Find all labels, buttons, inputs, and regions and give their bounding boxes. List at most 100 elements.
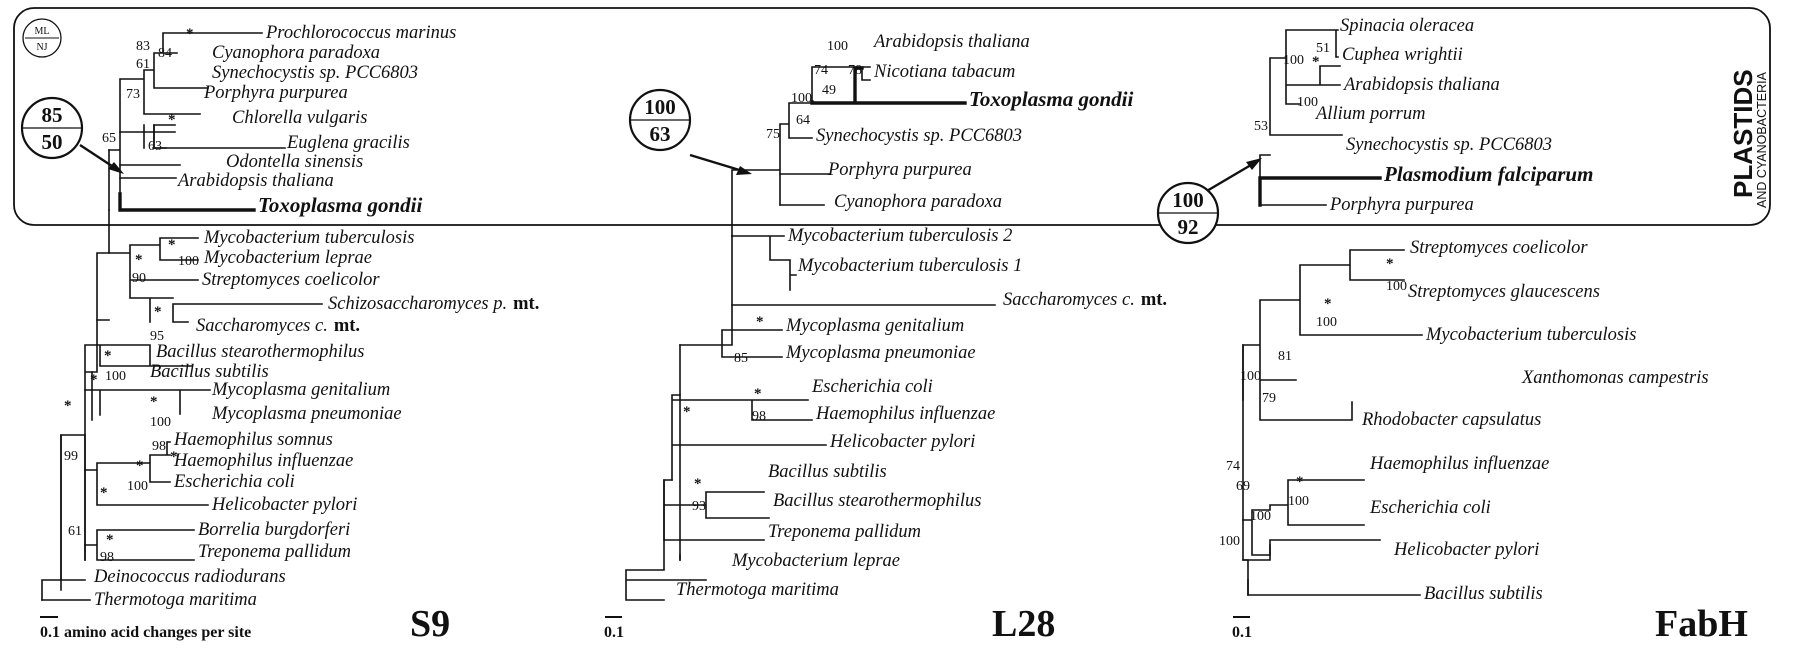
support-value: 100 (1250, 509, 1271, 524)
support-value: 93 (692, 499, 706, 514)
svg-text:50: 50 (42, 130, 63, 154)
taxon-label: Xanthomonas campestris (1521, 368, 1709, 388)
taxon-label: Mycobacterium tuberculosis 1 (797, 256, 1022, 276)
support-value: 65 (102, 131, 116, 146)
support-value: 100 (1297, 95, 1318, 110)
support-star: * (154, 304, 162, 320)
ml-nj-legend: ML NJ (22, 18, 62, 58)
taxon-label: Allium porrum (1314, 104, 1425, 124)
plastid-box (13, 7, 1771, 226)
taxon-label: Treponema pallidum (198, 542, 351, 562)
tree-fabh: Spinacia oleracea Cuphea wrightii Arabid… (1156, 16, 1748, 645)
support-star: * (1324, 296, 1332, 312)
support-value: 100 (1288, 494, 1309, 509)
support-star: * (168, 237, 176, 253)
taxon-label: Haemophilus influenzae (815, 404, 995, 424)
taxon-label: Rhodobacter capsulatus (1361, 410, 1541, 430)
taxon-label: Odontella sinensis (226, 152, 363, 172)
support-star: * (135, 252, 143, 268)
taxon-label: Bacillus subtilis (768, 462, 887, 482)
support-value: 63 (148, 139, 162, 154)
taxon-label: Cyanophora paradoxa (834, 192, 1002, 212)
svg-text:NJ: NJ (36, 42, 47, 53)
support-value: 100 (1386, 279, 1407, 294)
support-value: 81 (1278, 349, 1292, 364)
taxon-label: Treponema pallidum (768, 522, 921, 542)
scale-label: 0.1 (1232, 624, 1252, 641)
support-star: * (100, 485, 108, 501)
support-value: 84 (158, 46, 172, 61)
taxon-label: Chlorella vulgaris (232, 108, 368, 128)
support-star: * (90, 372, 98, 388)
support-value: 90 (132, 271, 146, 286)
support-value: 100 (1219, 534, 1240, 549)
support-value: 100 (178, 254, 199, 269)
svg-text:85: 85 (42, 103, 63, 127)
taxon-label: Nicotiana tabacum (873, 62, 1015, 82)
l28-support-bubble: 100 63 (628, 88, 752, 175)
support-star: * (683, 404, 691, 420)
taxon-label: Arabidopsis thaliana (1342, 75, 1500, 95)
support-value: 100 (1240, 369, 1261, 384)
support-value: 100 (105, 369, 126, 384)
support-value: 99 (64, 449, 78, 464)
taxon-label: Cuphea wrightii (1342, 45, 1463, 65)
support-value: 74 (1226, 459, 1240, 474)
support-value: 69 (1236, 479, 1250, 494)
taxon-label: Mycoplasma genitalium (785, 316, 964, 336)
support-value: 51 (1316, 41, 1330, 56)
support-value: 100 (827, 39, 848, 54)
support-value: 75 (766, 127, 780, 142)
taxon-label: Streptomyces coelicolor (1410, 238, 1588, 258)
support-value: 100 (1283, 53, 1304, 68)
plastid-box-title: PLASTIDS (1728, 69, 1758, 198)
taxon-label-highlight: Plasmodium falciparum (1383, 162, 1593, 186)
support-star: * (136, 458, 144, 474)
svg-text:92: 92 (1178, 215, 1199, 239)
taxon-label: Mycoplasma pneumoniae (785, 343, 976, 363)
tree-name: L28 (992, 603, 1055, 645)
taxon-label: Streptomyces glaucescens (1408, 282, 1600, 302)
taxon-label: Saccharomyces c.mt. (1003, 290, 1167, 310)
taxon-label: Streptomyces coelicolor (202, 270, 380, 290)
support-value: 61 (68, 524, 82, 539)
support-star: * (694, 476, 702, 492)
support-star: * (104, 348, 112, 364)
taxon-label: Bacillus stearothermophilus (773, 491, 981, 511)
taxon-label: Arabidopsis thaliana (872, 32, 1030, 52)
support-value: 95 (150, 329, 164, 344)
taxon-label: Helicobacter pylori (829, 432, 975, 452)
svg-text:ML: ML (35, 26, 50, 37)
taxon-label: Borrelia burgdorferi (198, 520, 350, 540)
taxon-label: Bacillus subtilis (150, 362, 269, 382)
support-value: 85 (734, 351, 748, 366)
taxon-label: Cyanophora paradoxa (212, 43, 380, 63)
taxon-label: Bacillus stearothermophilus (156, 342, 364, 362)
support-value: 61 (136, 57, 150, 72)
taxon-label: Prochlorococcus marinus (265, 23, 456, 43)
support-value: 83 (136, 39, 150, 54)
taxon-label: Deinococcus radiodurans (93, 567, 286, 587)
s9-support-bubble: 85 50 (20, 96, 124, 174)
taxon-label: Mycobacterium leprae (203, 248, 372, 268)
taxon-label: Spinacia oleracea (1340, 16, 1474, 36)
taxon-label: Mycoplasma pneumoniae (211, 404, 402, 424)
taxon-label: Euglena gracilis (286, 133, 410, 153)
taxon-label: Helicobacter pylori (1393, 540, 1539, 560)
support-value: 100 (127, 479, 148, 494)
svg-text:63: 63 (650, 122, 671, 146)
support-star: * (170, 449, 178, 465)
support-value: 64 (796, 113, 810, 128)
tree-name: FabH (1655, 603, 1748, 645)
support-value: 100 (1316, 315, 1337, 330)
taxon-label: Helicobacter pylori (211, 495, 357, 515)
support-value: 73 (126, 87, 140, 102)
support-value: 98 (152, 439, 166, 454)
taxon-label: Arabidopsis thaliana (176, 171, 334, 191)
support-star: * (1312, 54, 1320, 70)
taxon-label: Escherichia coli (1369, 498, 1491, 518)
taxon-label: Bacillus subtilis (1424, 584, 1543, 604)
taxon-label-highlight: Toxoplasma gondii (258, 193, 423, 217)
taxon-label-highlight: Toxoplasma gondii (969, 87, 1134, 111)
